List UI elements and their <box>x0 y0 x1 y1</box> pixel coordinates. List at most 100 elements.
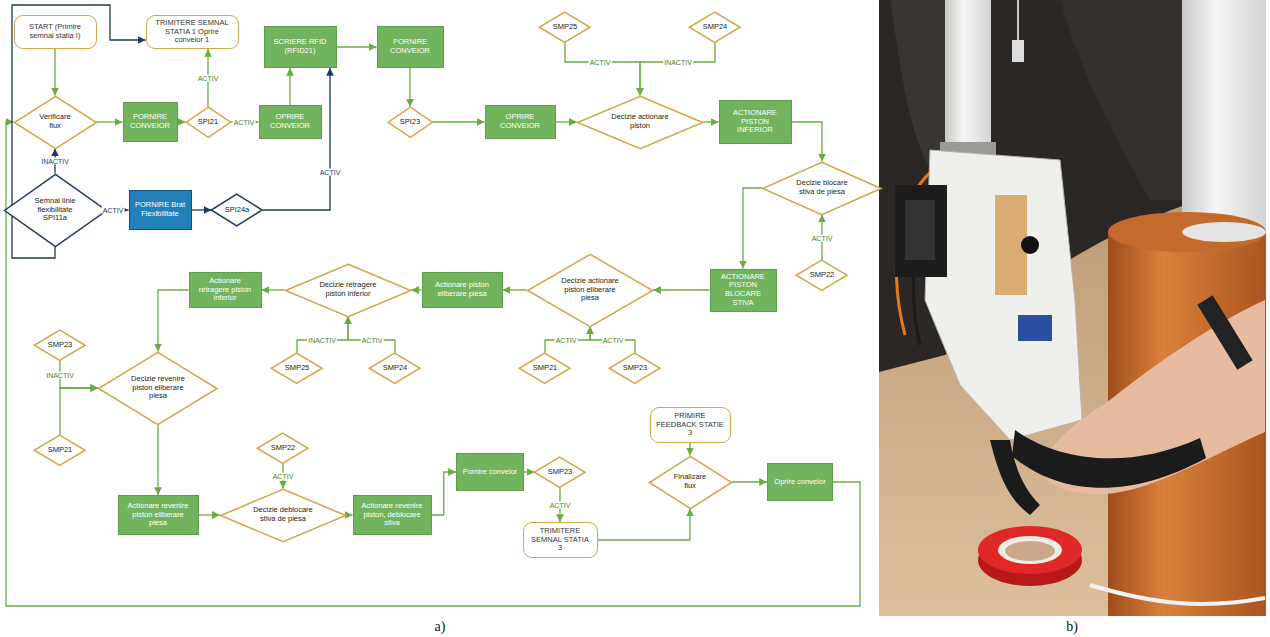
process-box: Actionare retragere piston inferior <box>189 272 262 308</box>
decision-diamond: Decizie blocare stiva de piesa <box>762 162 882 215</box>
process-box: OPRIRE CONVEIOR <box>259 105 322 139</box>
terminal-box: START (Primire semnal statia I) <box>14 15 97 49</box>
gripper-body <box>925 150 1082 440</box>
decision-diamond: SMP21 <box>34 435 85 466</box>
diamond-shape <box>14 96 96 148</box>
process-box: OPRIRE CONVEIOR <box>485 105 556 139</box>
diamond-shape <box>690 12 741 42</box>
node-text: PRIMIRE FEEDBACK STATIE 3 <box>656 412 724 438</box>
diamond-shape <box>212 194 263 226</box>
node-text: ACTIONARE PISTON INFERIOR <box>725 109 785 135</box>
diamond-shape <box>540 12 591 42</box>
tape-hole <box>1005 541 1055 561</box>
edge-label: ACTIV <box>589 59 612 66</box>
diamond-shape <box>220 489 345 541</box>
decision-diamond: SMP23 <box>534 457 585 488</box>
flow-connector <box>409 68 410 107</box>
node-text: SMP23 <box>622 364 648 373</box>
flow-connector <box>792 122 822 162</box>
edge-label: ACTIV <box>102 207 125 214</box>
gripper-claw <box>990 440 1040 515</box>
blue-servo <box>1018 315 1052 341</box>
pillar-base <box>1182 222 1266 242</box>
node-text: OPRIRE CONVEIOR <box>265 113 315 130</box>
decision-diamond: SMP25 <box>271 353 322 384</box>
node-text: Actionare revenire piston eliberare pies… <box>124 502 192 528</box>
flow-connector <box>432 121 484 122</box>
node-text: SMP23 <box>47 341 73 350</box>
diamond-shape <box>35 435 86 465</box>
flow-connector <box>703 121 718 122</box>
edge-label: ACTIV <box>555 337 578 344</box>
diamond-shape <box>797 260 848 290</box>
node-text: SMP25 <box>552 23 578 32</box>
decision-diamond: SMP22 <box>796 260 847 291</box>
node-text: Pornire conveior <box>462 468 518 477</box>
node-text: SMP22 <box>270 444 296 453</box>
node-text: SMP24 <box>382 364 408 373</box>
node-text: Actionare revenire piston, deblocare sti… <box>359 502 425 528</box>
decision-diamond: SMP24 <box>369 353 420 384</box>
node-text: SCRIERE RFID (RFID21) <box>270 38 330 55</box>
decision-diamond: SPI24a <box>211 194 262 226</box>
node-text: SPI24a <box>224 206 250 215</box>
process-box: SCRIERE RFID (RFID21) <box>264 26 337 68</box>
process-box: PORNIRE Brat Flexibilitate <box>129 190 192 230</box>
flow-connector <box>337 46 377 47</box>
flow-connector <box>348 317 395 353</box>
servo-motor <box>895 185 947 277</box>
flow-connector <box>192 209 212 210</box>
edge-label: ACTIV <box>602 337 625 344</box>
node-text: SPI21 <box>197 118 219 127</box>
process-box: PORNIRE CONVEIOR <box>123 102 178 142</box>
flow-connector <box>598 509 691 541</box>
flow-connector <box>743 188 762 269</box>
diamond-shape <box>649 456 731 508</box>
diamond-shape <box>35 330 86 360</box>
edge-label: INACTIV <box>307 337 337 344</box>
process-box: Pornire conveior <box>456 453 524 491</box>
decision-diamond: SPI21 <box>186 107 231 138</box>
diamond-shape <box>610 353 661 383</box>
decision-diamond: SMP23 <box>34 330 85 361</box>
flow-connector <box>178 121 186 122</box>
node-text: START (Primire semnal statia I) <box>20 23 90 40</box>
diamond-shape <box>520 353 571 383</box>
diamond-shape <box>4 174 106 246</box>
flow-connector <box>157 425 158 496</box>
decision-diamond: Finalizare flux <box>649 456 732 509</box>
edge-label: ACTIV <box>197 75 220 82</box>
panel-label: b) <box>1066 619 1078 635</box>
node-text: PORNIRE CONVEIOR <box>129 113 171 130</box>
tape-top <box>978 526 1082 574</box>
node-text: OPRIRE CONVEIOR <box>491 113 549 130</box>
decision-diamond: SMP24 <box>689 12 740 43</box>
edge-label: ACTIV <box>811 235 834 242</box>
node-text: TRIMITERE SEMNAL STATIA 3 <box>529 527 591 553</box>
flow-connector <box>590 327 635 353</box>
node-text: SMP23 <box>547 468 573 477</box>
flow-connector <box>503 289 527 290</box>
terminal-box: TRIMITERE SEMNAL STATIA 1 Oprire conveio… <box>146 15 239 49</box>
cable <box>1090 585 1265 604</box>
diamond-shape <box>186 107 230 137</box>
watch-band <box>1205 300 1245 365</box>
node-text: SMP22 <box>809 271 835 280</box>
screw-disc <box>1021 236 1039 254</box>
robot-arm-tube <box>945 0 991 150</box>
floor <box>879 0 1266 616</box>
flow-connector <box>199 514 220 515</box>
decision-diamond: Verificare flux <box>14 96 97 149</box>
decision-diamond: Decizie deblocare stiva de piesa <box>220 489 346 542</box>
decision-diamond: Semnal linie flexibilitate SPI11a <box>4 174 107 247</box>
flow-connector <box>289 68 290 105</box>
process-box: Oprire conveior <box>767 463 833 501</box>
flow-connector <box>545 327 590 353</box>
pendant <box>1012 40 1024 62</box>
cylinder-top <box>1108 212 1266 252</box>
process-box: PORNIRE CONVEIOR <box>377 26 444 68</box>
node-text: Decizie retragere piston inferior <box>313 281 383 298</box>
